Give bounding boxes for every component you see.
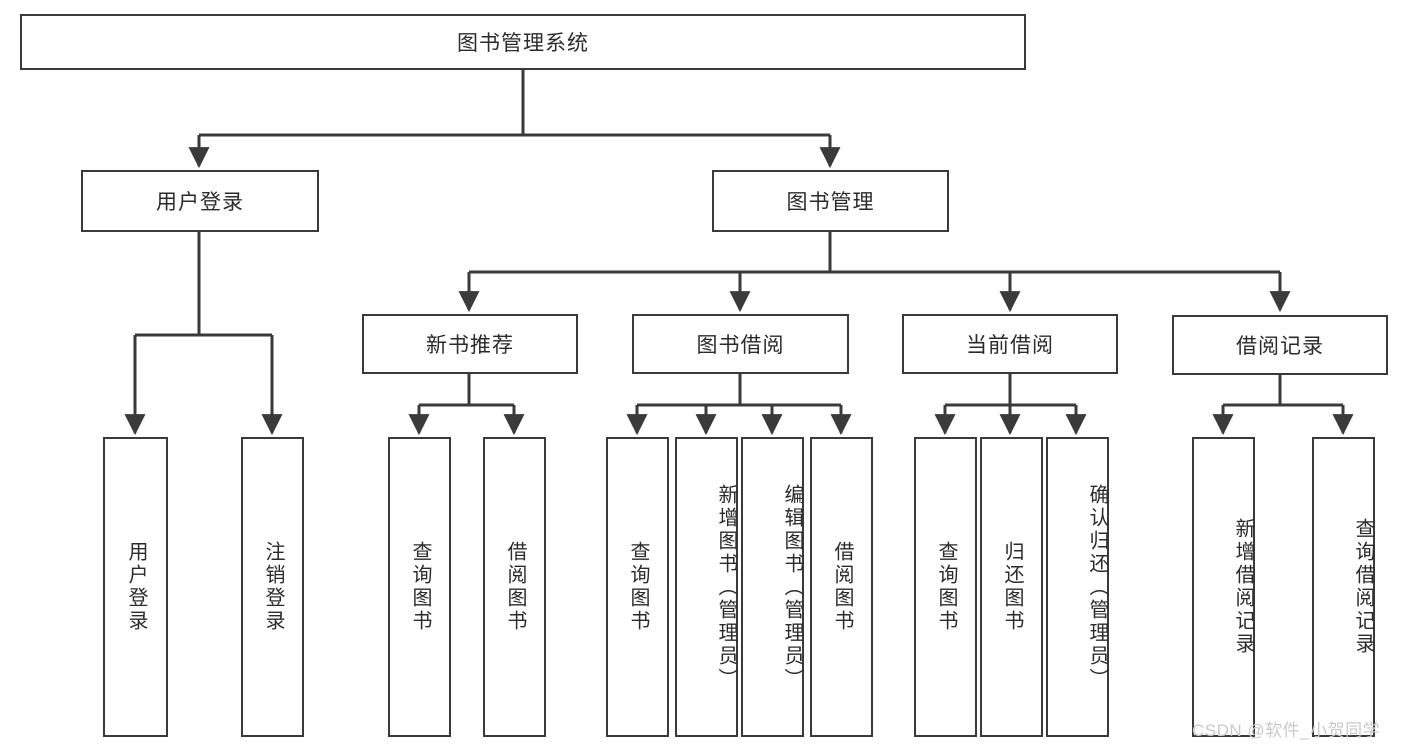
- node-leaf-borrow-book[interactable]: 借阅图书: [810, 437, 873, 737]
- node-borrow-record[interactable]: 借阅记录: [1172, 315, 1388, 375]
- node-leaf-edit-book-admin[interactable]: 编辑图书（管理员）: [741, 437, 804, 737]
- node-leaf-borrow-book-recommend[interactable]: 借阅图书: [483, 437, 546, 737]
- node-user-login[interactable]: 用户登录: [81, 170, 319, 232]
- node-leaf-query-book-current[interactable]: 查询图书: [914, 437, 977, 737]
- node-leaf-add-borrow-record[interactable]: 新增借阅记录: [1192, 437, 1255, 737]
- node-leaf-query-book-recommend[interactable]: 查询图书: [388, 437, 451, 737]
- csdn-watermark: CSDN @软件_小贺同学: [1192, 721, 1381, 740]
- node-leaf-return-book[interactable]: 归还图书: [980, 437, 1043, 737]
- node-leaf-user-login[interactable]: 用户登录: [103, 437, 168, 737]
- node-root-book-management-system[interactable]: 图书管理系统: [20, 14, 1026, 70]
- node-leaf-query-borrow-record[interactable]: 查询借阅记录: [1312, 437, 1375, 737]
- node-leaf-user-logout[interactable]: 注销登录: [241, 437, 304, 737]
- node-new-book-recommend[interactable]: 新书推荐: [362, 314, 578, 374]
- node-book-manage[interactable]: 图书管理: [712, 170, 949, 232]
- node-leaf-query-book-borrow[interactable]: 查询图书: [606, 437, 669, 737]
- node-book-borrow[interactable]: 图书借阅: [632, 314, 849, 374]
- node-current-borrow[interactable]: 当前借阅: [902, 314, 1118, 374]
- node-leaf-add-book-admin[interactable]: 新增图书（管理员）: [675, 437, 738, 737]
- node-leaf-confirm-return-admin[interactable]: 确认归还（管理员）: [1046, 437, 1109, 737]
